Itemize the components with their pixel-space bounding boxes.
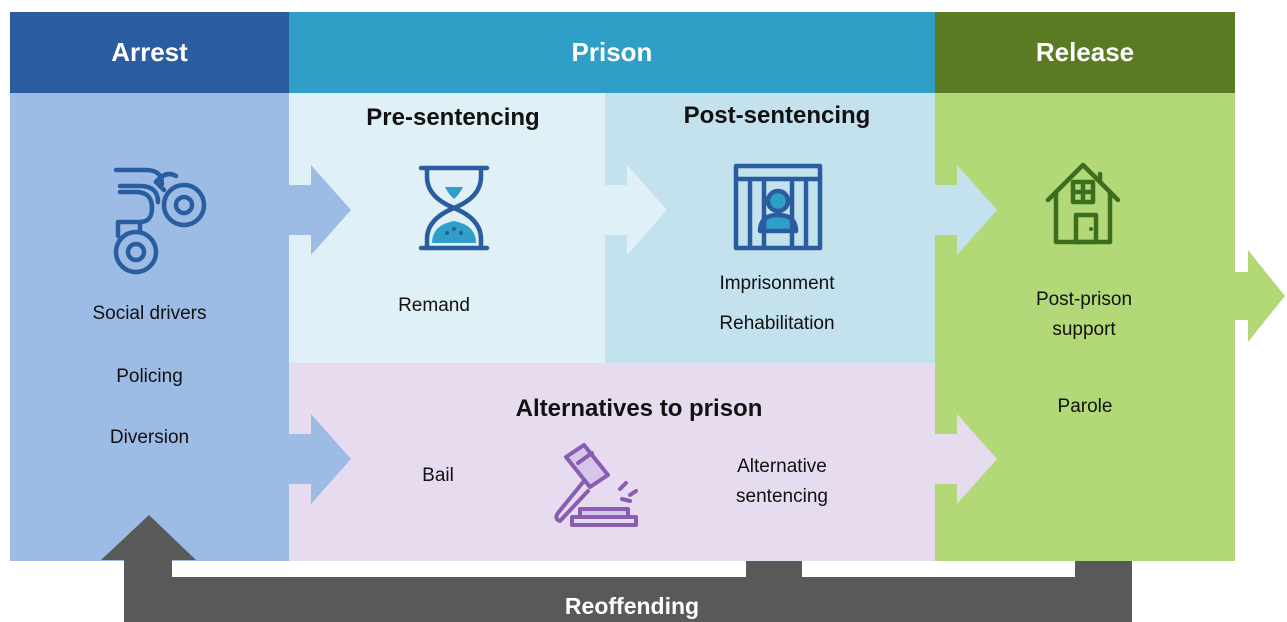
release-header: Release: [935, 12, 1235, 93]
alternatives-item-bail: Bail: [422, 465, 454, 486]
arrest-title: Arrest: [111, 37, 188, 67]
release-item-post-prison-support: Post-prison support: [1035, 289, 1133, 340]
gavel-icon: [554, 443, 638, 527]
post-sentencing-title: Post-sentencing: [683, 102, 871, 129]
release-item-parole: Parole: [1057, 396, 1113, 417]
pre-item-remand: Remand: [398, 295, 470, 316]
flow-arrow-alternatives-to-release: [935, 414, 997, 504]
prison-title: Prison: [571, 37, 653, 67]
house-icon: [1045, 162, 1121, 245]
arrest-item-policing: Policing: [116, 366, 183, 387]
post-item-rehabilitation: Rehabilitation: [719, 313, 835, 334]
alternatives-item-alternative-sentencing: Alternative sentencing: [736, 456, 828, 507]
arrest-header: Arrest: [10, 12, 289, 93]
alternatives-title: Alternatives to prison: [515, 395, 763, 422]
alternatives-panel: [289, 363, 935, 561]
flow-arrow-release-exit: [1235, 250, 1285, 342]
flow-arrow-post-to-release: [935, 165, 997, 255]
post-item-imprisonment: Imprisonment: [719, 273, 835, 294]
arrest-item-social-drivers: Social drivers: [92, 303, 207, 324]
hourglass-icon: [418, 165, 490, 251]
prisoner-behind-bars-icon: [733, 163, 823, 251]
arrest-item-diversion: Diversion: [109, 427, 190, 448]
flow-arrow-arrest-to-alternatives: [289, 414, 351, 504]
pre-sentencing-title: Pre-sentencing: [366, 104, 540, 131]
flow-arrow-arrest-to-pre: [289, 165, 351, 255]
handcuffs-icon: [113, 167, 207, 275]
flow-arrow-pre-to-post: [605, 165, 667, 255]
reoffending-label: Reoffending: [564, 592, 700, 619]
arrest-column: [10, 12, 289, 561]
release-title: Release: [1035, 37, 1135, 67]
prison-header: Prison: [289, 12, 935, 93]
